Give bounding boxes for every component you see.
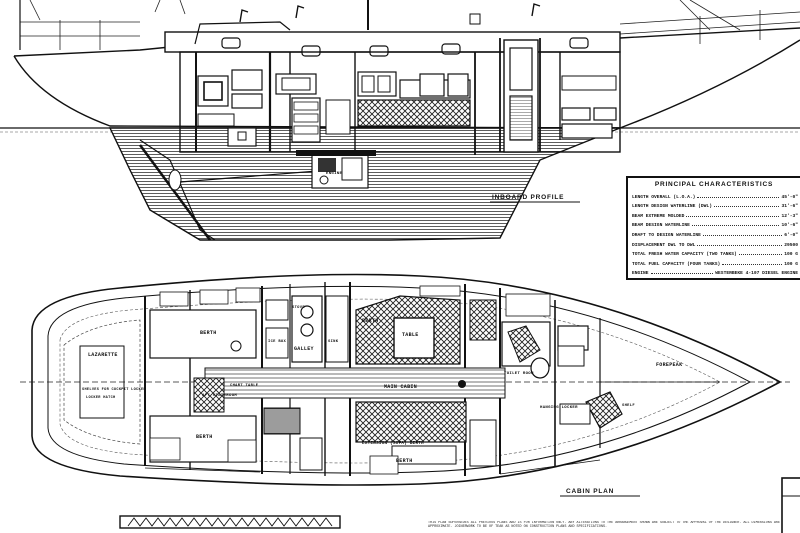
forepeak-label: FOREPEAK (656, 362, 683, 368)
characteristics-row: TOTAL FRESH WATER CAPACITY (TWO TANKS) 10… (628, 248, 800, 258)
main-cabin-label: MAIN CABIN (384, 384, 418, 390)
characteristics-rows: LENGTH OVERALL (L.O.A.)45'-0"LENGTH DESI… (628, 190, 800, 277)
characteristics-row-value: 45'-0" (781, 194, 798, 200)
characteristics-row-value: 100 G (784, 261, 798, 267)
chart-table-label: CHART TABLE (230, 384, 259, 388)
principal-characteristics-table: PRINCIPAL CHARACTERISTICS LENGTH OVERALL… (626, 176, 800, 280)
characteristics-row: DRAFT TO DESIGN WATERLINE 6'-0" (628, 228, 800, 238)
berth-main-port-label: BERTH (362, 318, 379, 324)
leader-dots (722, 263, 783, 265)
characteristics-row-value: 29500 (784, 242, 798, 248)
toilet-room-label: TOILET ROOM (504, 372, 534, 376)
extension-berth-label: EXTENSION (SOFA) BERTH (362, 442, 424, 446)
characteristics-row: LENGTH DESIGN WATERLINE (DWL) 31'-6" (628, 200, 800, 210)
cabin-plan (20, 273, 790, 486)
leader-dots (691, 225, 780, 227)
characteristics-row: ENGINE WESTERBEKE 4-107 DIESEL ENGINE (628, 267, 800, 277)
berth-stbd-aft-label: BERTH (196, 434, 213, 440)
characteristics-row-value: 6'-0" (784, 232, 798, 238)
scale-bar (119, 515, 341, 529)
hanging-locker-label: HANGING LOCKER (540, 406, 578, 410)
characteristics-row: BEAM DESIGN WATERLINE 10'-6" (628, 219, 800, 229)
characteristics-row: TOTAL FUEL CAPACITY (FOUR TANKS) 100 G (628, 257, 800, 267)
lazarette-note-2: LOCKER HATCH (86, 396, 116, 400)
characteristics-row-value: 31'-6" (781, 204, 798, 210)
characteristics-row: BEAM EXTREME MOLDED 12'-3" (628, 209, 800, 219)
characteristics-row-label: LENGTH OVERALL (L.O.A.) (632, 194, 696, 200)
leader-dots (713, 206, 780, 208)
table-label: TABLE (402, 332, 419, 338)
characteristics-row: LENGTH OVERALL (L.O.A.) 45'-0" (628, 190, 800, 200)
inboard-profile (0, 0, 800, 241)
characteristics-row-label: BEAM EXTREME MOLDED (632, 213, 685, 219)
characteristics-row-label: TOTAL FUEL CAPACITY (FOUR TANKS) (632, 261, 721, 267)
characteristics-row-value: 12'-3" (781, 213, 798, 219)
drawing-notes: THIS PLAN SUPERSEDES ALL PREVIOUS PLANS … (428, 521, 781, 529)
leader-dots (697, 244, 783, 246)
title-block (781, 477, 800, 533)
leader-dots (650, 273, 714, 275)
characteristics-row-value: WESTERBEKE 4-107 DIESEL ENGINE (715, 271, 798, 277)
cabin-plan-title: CABIN PLAN (566, 488, 615, 495)
characteristics-row-label: TOTAL FRESH WATER CAPACITY (TWO TANKS) (632, 252, 737, 258)
shelf-label: SHELF (622, 404, 635, 408)
characteristics-row-value: 10'-6" (781, 223, 798, 229)
leader-dots (702, 234, 783, 236)
inboard-profile-title: INBOARD PROFILE (492, 194, 565, 201)
leader-dots (686, 215, 780, 217)
leader-dots (697, 196, 780, 198)
characteristics-row-value: 100 G (784, 252, 798, 258)
principal-characteristics-title: PRINCIPAL CHARACTERISTICS (654, 181, 774, 188)
leader-dots (738, 254, 783, 256)
berth-port-aft-label: BERTH (200, 330, 217, 336)
characteristics-row-label: DISPLACEMENT DWL TO DWL (632, 242, 696, 248)
icebox-label: ICE BOX (268, 340, 287, 344)
characteristics-row-label: DRAFT TO DESIGN WATERLINE (632, 232, 701, 238)
characteristics-row-label: LENGTH DESIGN WATERLINE (DWL) (632, 204, 712, 210)
engine-label: ENGINE (326, 172, 343, 176)
characteristics-row-label: BEAM DESIGN WATERLINE (632, 223, 690, 229)
galley-label: GALLEY (294, 346, 314, 352)
berth-main-stbd-label: BERTH (396, 458, 413, 464)
lazarette-note-1: SHELVES FOR COCKPIT LOCKER (82, 388, 146, 392)
aft-stateroom-label: AFT STATEROOM (202, 394, 238, 398)
stove-label: STOVE (292, 306, 305, 310)
sink-label: SINK (328, 340, 339, 344)
characteristics-row: DISPLACEMENT DWL TO DWL 29500 (628, 238, 800, 248)
lazarette-label: LAZARETTE (88, 352, 118, 358)
characteristics-row-label: ENGINE (632, 271, 649, 277)
